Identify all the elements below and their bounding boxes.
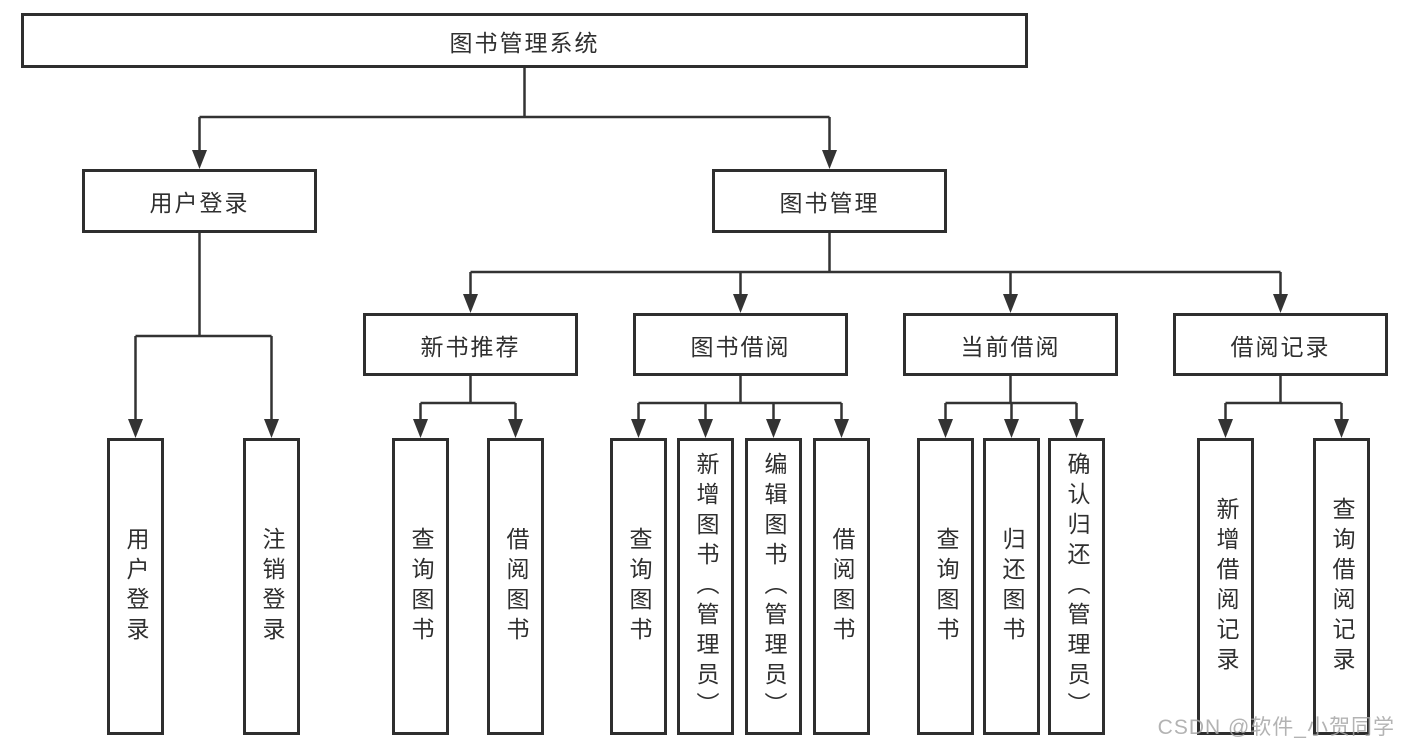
leaf-query-books-3: 查询图书 [917,438,974,735]
leaf-edit-books-admin: 编辑图书（管理员） [745,438,802,735]
node-book-management: 图书管理 [712,169,947,233]
leaf-confirm-return-admin: 确认归还（管理员） [1048,438,1105,735]
node-new-book-recommend: 新书推荐 [363,313,578,376]
leaf-query-books-1: 查询图书 [392,438,449,735]
node-user-login: 用户登录 [82,169,317,233]
leaf-return-books: 归还图书 [983,438,1040,735]
leaf-borrow-books-2: 借阅图书 [813,438,870,735]
node-root-system: 图书管理系统 [21,13,1028,68]
leaf-add-books-admin: 新增图书（管理员） [677,438,734,735]
node-current-borrowing: 当前借阅 [903,313,1118,376]
csdn-watermark: CSDN @软件_小贺同学 [1157,716,1395,739]
leaf-add-borrow-record: 新增借阅记录 [1197,438,1254,735]
node-borrowing-records: 借阅记录 [1173,313,1388,376]
node-book-borrowing: 图书借阅 [633,313,848,376]
leaf-user-login: 用户登录 [107,438,164,735]
leaf-query-books-2: 查询图书 [610,438,667,735]
connector-paths [134,68,1343,425]
leaf-logout: 注销登录 [243,438,300,735]
leaf-query-borrow-record: 查询借阅记录 [1313,438,1370,735]
leaf-borrow-books-1: 借阅图书 [487,438,544,735]
